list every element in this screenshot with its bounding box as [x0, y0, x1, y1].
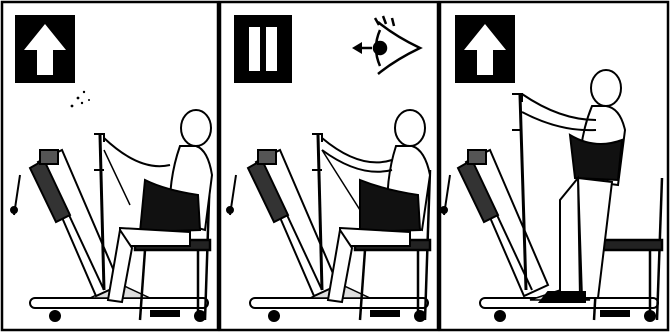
person-seated [322, 110, 430, 302]
lift-mast [227, 134, 338, 296]
panel-1 [11, 15, 212, 322]
person-seated [104, 110, 212, 302]
eye-icon [352, 16, 420, 74]
arrow-up-icon [455, 15, 515, 83]
lift-mast [11, 134, 120, 296]
arrow-up-icon [15, 15, 75, 83]
panel-2 [227, 15, 430, 322]
panel-3 [441, 15, 662, 322]
pause-icon [234, 15, 292, 83]
lift-mast [441, 94, 548, 296]
sparkle-marks [71, 91, 90, 108]
